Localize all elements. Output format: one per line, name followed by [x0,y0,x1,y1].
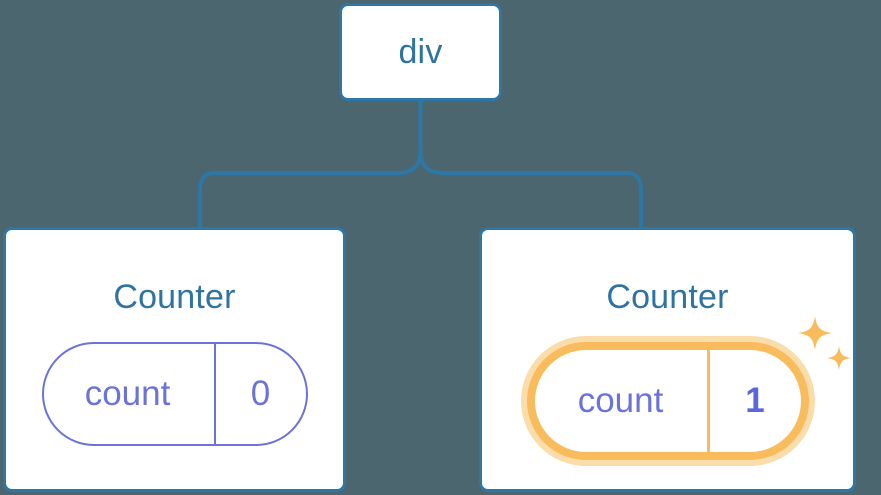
sparkle-small-icon [826,346,851,370]
connector-branch-right [418,148,643,229]
sparkle-large-icon [797,316,832,350]
tree-node-counter-right[interactable]: Counter count 1 [479,227,856,492]
counter-left-state-pill[interactable]: count 0 [41,342,308,446]
counter-right-title: Counter [606,278,729,316]
counter-left-state-value: 0 [250,374,271,413]
tree-node-counter-left[interactable]: Counter count 0 [3,227,346,492]
counter-right-state-key: count [535,350,710,452]
counter-left-state-key: count [44,344,216,444]
counter-right-state-value: 1 [745,381,765,420]
tree-node-div-label: div [398,33,443,71]
tree-node-div[interactable]: div [339,3,502,101]
counter-right-state-pill[interactable]: count 1 [526,342,809,460]
counter-left-state-wrap: count 0 [41,342,308,446]
counter-right-state-wrap: count 1 [526,316,851,460]
connector-branch-left [198,148,423,229]
counter-left-title: Counter [113,278,236,316]
